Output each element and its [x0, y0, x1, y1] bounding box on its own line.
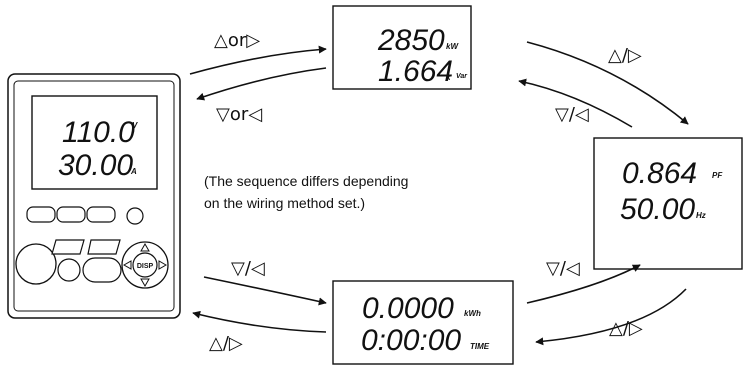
note-line1: (The sequence differs depending — [204, 173, 408, 189]
arrow-power-to-meter — [196, 67, 327, 101]
power-screen: 2850 kW 1.664 k Var — [332, 5, 472, 90]
label-meter-to-energy: ▽/◁ — [231, 258, 265, 279]
up-arrow-icon[interactable] — [140, 242, 150, 252]
power-line2: 1.664 — [378, 55, 453, 88]
arrow-pf-to-energy — [535, 288, 687, 346]
label-energy-to-meter: △/▷ — [209, 333, 243, 354]
label-energy-to-pf: ▽/◁ — [546, 258, 580, 279]
disp-cluster[interactable]: DISP — [121, 241, 169, 289]
power-unit1: kW — [446, 42, 459, 51]
pf-unit2: Hz — [696, 211, 706, 220]
meter-round-button[interactable] — [126, 207, 144, 225]
label-pf-to-energy: △/▷ — [609, 318, 643, 339]
power-line1: 2850 — [377, 24, 445, 57]
label-power-to-pf: △/▷ — [608, 45, 642, 66]
meter-line1: 110.0 — [62, 116, 135, 149]
meter-button-1[interactable] — [26, 206, 56, 223]
down-arrow-icon[interactable] — [140, 278, 150, 288]
meter-device: 110.0 V 30.00 A DISP — [7, 73, 181, 319]
arrow-energy-to-pf — [526, 264, 641, 304]
arrow-meter-to-energy — [203, 276, 327, 306]
meter-large-round-button[interactable] — [15, 243, 57, 285]
arrow-energy-to-meter — [192, 310, 327, 333]
meter-button-3[interactable] — [86, 206, 116, 223]
label-pf-to-power: ▽/◁ — [555, 104, 589, 125]
energy-unit2: TIME — [470, 342, 490, 351]
power-unit2a: k — [446, 73, 451, 82]
energy-unit1: kWh — [464, 309, 481, 318]
pf-line2: 50.00 — [620, 193, 695, 226]
power-unit2b: Var — [456, 73, 468, 80]
meter-small-round-button[interactable] — [57, 258, 81, 282]
meter-lcd: 110.0 V 30.00 A — [31, 95, 158, 190]
energy-line1: 0.0000 — [362, 292, 454, 325]
note-line2: on the wiring method set.) — [204, 195, 365, 211]
pf-screen: 0.864 PF 50.00 Hz — [593, 137, 743, 270]
meter-unit1: V — [132, 121, 138, 130]
arrow-meter-to-power — [189, 45, 327, 75]
arrow-pf-to-power — [518, 78, 633, 128]
energy-screen: 0.0000 kWh 0:00:00 TIME — [332, 280, 514, 365]
label-meter-to-power: △or▷ — [214, 30, 260, 51]
left-arrow-icon[interactable] — [122, 260, 132, 270]
energy-line2: 0:00:00 — [361, 324, 461, 357]
meter-key-upper-right[interactable] — [87, 239, 121, 255]
label-power-to-meter: ▽or◁ — [216, 104, 262, 125]
meter-key-upper-left[interactable] — [51, 239, 85, 255]
right-arrow-icon[interactable] — [158, 260, 168, 270]
disp-button[interactable] — [132, 252, 158, 278]
pf-line1: 0.864 — [622, 157, 697, 190]
disp-label: DISP — [137, 263, 154, 270]
meter-button-2[interactable] — [56, 206, 86, 223]
arrow-power-to-pf — [526, 41, 689, 125]
meter-oval-button[interactable] — [82, 257, 122, 283]
meter-unit2: A — [130, 167, 137, 176]
meter-line2: 30.00 — [58, 149, 133, 182]
pf-unit1: PF — [712, 171, 723, 180]
